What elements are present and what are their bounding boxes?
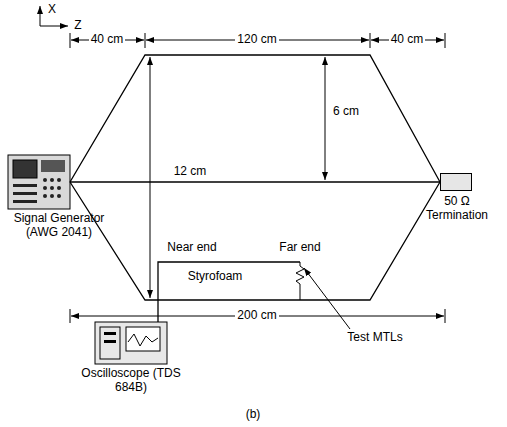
axis-label: Z (72, 19, 83, 32)
dimension-label: 6 cm (331, 105, 361, 118)
dimension-label: 40 cm (89, 33, 126, 46)
figure-label: (b) (244, 408, 263, 421)
leader-line (304, 268, 350, 329)
node-label: Signal Generator (AWG 2041) (4, 212, 114, 240)
dimension-12cm (150, 57, 151, 298)
signal-generator: Signal Generator (AWG 2041) (8, 155, 70, 209)
material-label: Styrofoam (186, 270, 245, 283)
oscilloscope: Oscilloscope (TDS 684B) (95, 322, 167, 364)
dimension-label: 12 cm (172, 165, 209, 178)
dimension-label: 120 cm (235, 33, 278, 46)
callout-label: Test MTLs (345, 331, 404, 344)
end-label: Near end (165, 241, 218, 254)
signal-generator-icon (8, 155, 70, 209)
end-label: Far end (277, 241, 322, 254)
z-axis (40, 26, 68, 27)
dimension-label: 200 cm (235, 309, 278, 322)
x-axis (40, 6, 41, 26)
outer-conductor-top (70, 55, 440, 182)
length-dimension (70, 309, 445, 323)
top-dimension (70, 33, 445, 48)
oscilloscope-icon (95, 322, 167, 364)
node-label: 50 Ω Termination (422, 195, 492, 223)
test-line (158, 262, 300, 322)
load-resistor (296, 262, 304, 300)
termination-load: 50 Ω Termination (440, 173, 472, 191)
axis-label: X (46, 3, 58, 16)
outer-conductor-bottom (70, 182, 440, 300)
dimension-6cm (325, 57, 326, 180)
node-label: Oscilloscope (TDS 684B) (81, 367, 181, 395)
dimension-label: 40 cm (389, 33, 426, 46)
septum (70, 181, 440, 182)
